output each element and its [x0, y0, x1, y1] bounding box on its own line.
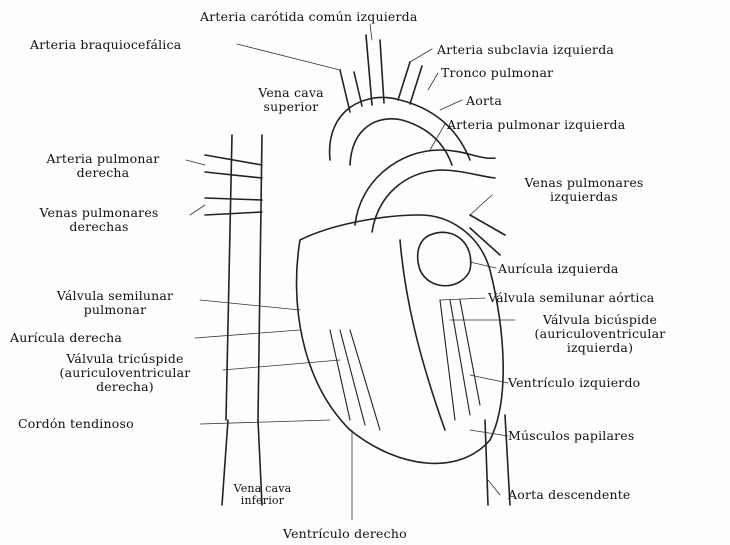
label-pulmonary-semilunar-valve-line2: pulmonar — [30, 303, 200, 317]
right-pulmonary-artery-shape — [205, 155, 262, 178]
label-left-ventricle: Ventrículo izquierdo — [508, 376, 640, 390]
label-pulmonary-semilunar-valve-line1: Válvula semilunar — [30, 289, 200, 303]
label-bicuspid-valve-line2: (auriculoventricular — [500, 327, 700, 341]
label-right-pulmonary-veins-line1: Venas pulmonares — [8, 206, 190, 220]
label-aorta: Aorta — [466, 94, 502, 108]
label-descending-aorta: Aorta descendente — [508, 488, 631, 502]
label-tricuspid-valve: Válvula tricúspide (auriculoventricular … — [25, 352, 225, 394]
label-left-pulmonary-veins-line2: izquierdas — [494, 190, 674, 204]
septum-shape — [400, 240, 445, 430]
label-superior-vena-cava-line1: Vena cava — [236, 86, 346, 100]
heart-outline — [297, 215, 504, 463]
label-tricuspid-valve-line2: (auriculoventricular — [25, 366, 225, 380]
label-left-pulmonary-veins-line1: Venas pulmonares — [494, 176, 674, 190]
label-left-pulmonary-veins: Venas pulmonares izquierdas — [494, 176, 674, 204]
label-pulmonary-trunk: Tronco pulmonar — [441, 66, 553, 80]
aortic-arch-inner — [350, 119, 452, 165]
label-right-pulmonary-veins: Venas pulmonares derechas — [8, 206, 190, 234]
label-right-pulmonary-artery: Arteria pulmonar derecha — [18, 152, 188, 180]
chordae-lines — [330, 300, 480, 430]
label-superior-vena-cava-line2: superior — [236, 100, 346, 114]
label-right-ventricle: Ventrículo derecho — [283, 527, 407, 541]
pulmonary-trunk-inner — [372, 170, 495, 232]
label-left-common-carotid: Arteria carótida común izquierda — [200, 10, 418, 24]
left-pulmonary-veins-shape — [470, 215, 505, 255]
left-atrium-shape — [418, 232, 471, 285]
label-bicuspid-valve-line3: izquierda) — [500, 341, 700, 355]
label-superior-vena-cava: Vena cava superior — [236, 86, 346, 114]
label-left-atrium: Aurícula izquierda — [498, 262, 619, 276]
label-inferior-vena-cava: Vena cava inferior — [195, 483, 330, 507]
label-right-pulmonary-artery-line2: derecha — [18, 166, 188, 180]
label-left-subclavian: Arteria subclavia izquierda — [437, 43, 614, 57]
label-bicuspid-valve: Válvula bicúspide (auriculoventricular i… — [500, 313, 700, 355]
label-right-atrium: Aurícula derecha — [10, 331, 122, 345]
pulmonary-trunk-shape — [355, 150, 495, 225]
label-papillary-muscles: Músculos papilares — [508, 429, 635, 443]
label-pulmonary-semilunar-valve: Válvula semilunar pulmonar — [30, 289, 200, 317]
carotid-artery-shape — [366, 35, 384, 105]
label-tricuspid-valve-line1: Válvula tricúspide — [25, 352, 225, 366]
label-tricuspid-valve-line3: derecha) — [25, 380, 225, 394]
right-pulmonary-veins-shape — [205, 198, 262, 215]
label-inferior-vena-cava-line2: inferior — [195, 495, 330, 507]
label-right-pulmonary-veins-line2: derechas — [8, 220, 190, 234]
label-bicuspid-valve-line1: Válvula bicúspide — [500, 313, 700, 327]
label-brachiocephalic: Arteria braquiocefálica — [30, 38, 181, 52]
label-left-pulmonary-artery: Arteria pulmonar izquierda — [447, 118, 625, 132]
label-chordae-tendineae: Cordón tendinoso — [18, 417, 134, 431]
label-aortic-semilunar-valve: Válvula semilunar aórtica — [488, 291, 654, 305]
label-right-pulmonary-artery-line1: Arteria pulmonar — [18, 152, 188, 166]
subclavian-artery-shape — [398, 62, 422, 104]
